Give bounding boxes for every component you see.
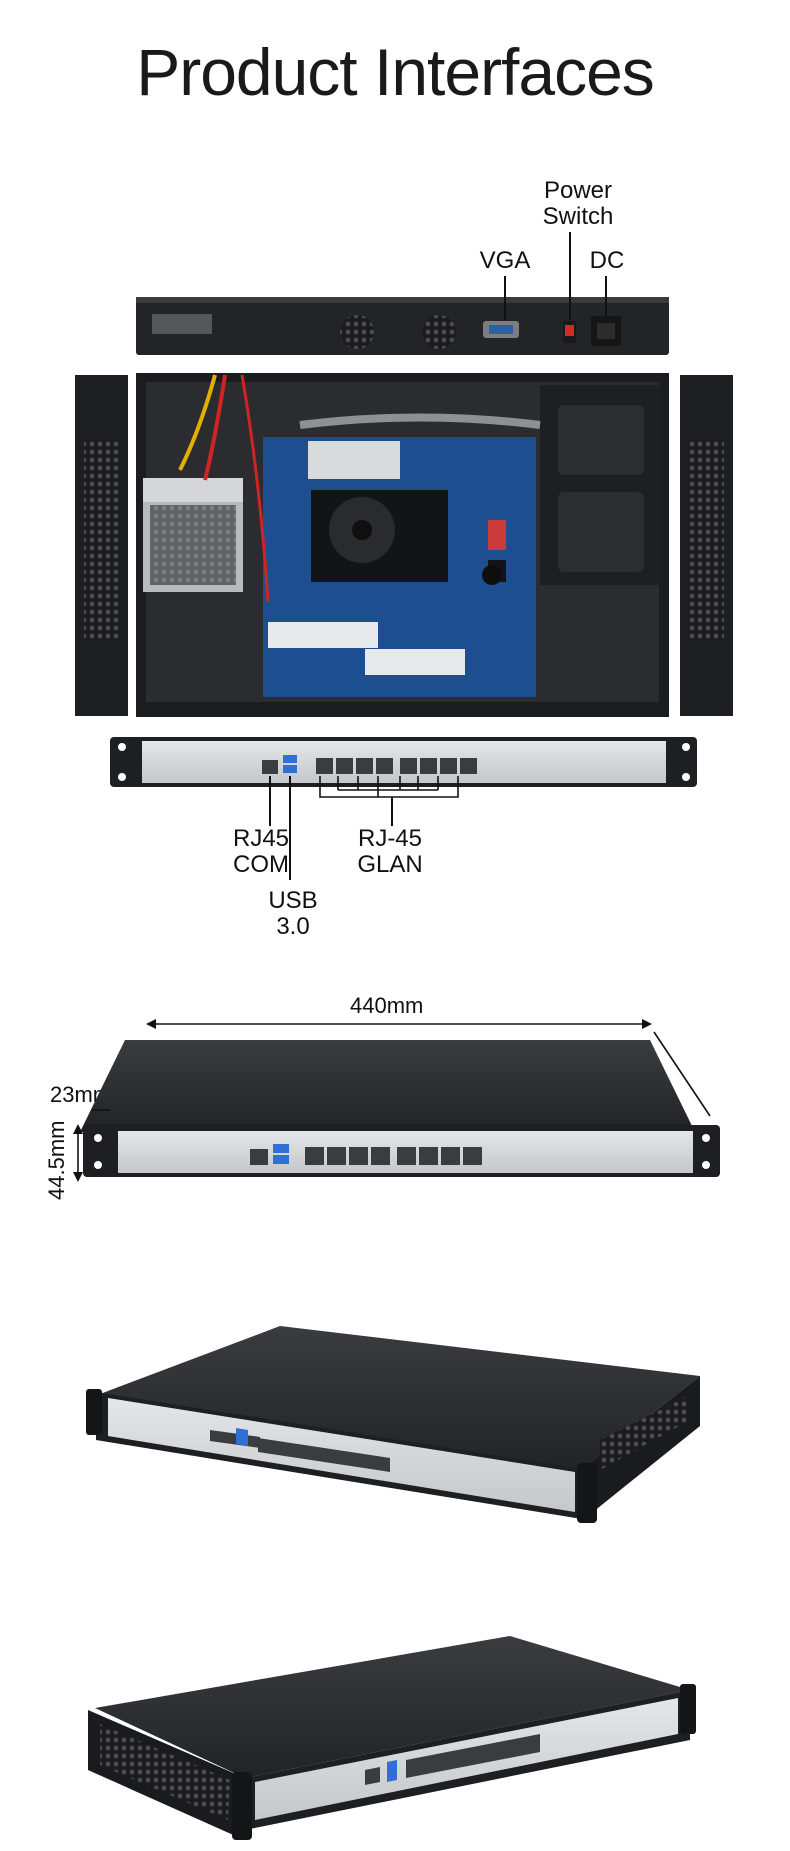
perspective-view-2 xyxy=(88,1636,696,1840)
lan-port xyxy=(400,758,417,774)
rj45-com-port xyxy=(262,760,278,774)
lan-port xyxy=(349,1147,368,1165)
page-title: Product Interfaces xyxy=(136,35,655,109)
ram-slot-2 xyxy=(365,649,465,675)
lan-port xyxy=(420,758,437,774)
lan-port xyxy=(397,1147,416,1165)
dimension-view xyxy=(80,1040,720,1177)
internal-view xyxy=(136,373,669,717)
lan-port xyxy=(336,758,353,774)
lan-port xyxy=(356,758,373,774)
perspective-view-1 xyxy=(86,1326,700,1523)
lan-port xyxy=(419,1147,438,1165)
power-switch-label: Power Switch xyxy=(542,177,614,230)
lan-port xyxy=(463,1147,482,1165)
lan-port xyxy=(460,758,477,774)
dc-label: DC xyxy=(589,247,625,274)
side-panel-left xyxy=(75,375,128,716)
rear-panel xyxy=(136,297,669,355)
rear-fan-right xyxy=(422,315,456,349)
usb-port-2 xyxy=(283,765,297,773)
vga-label: VGA xyxy=(479,247,531,274)
rj45-glan-label: RJ-45 GLAN xyxy=(357,825,423,878)
lan-port xyxy=(371,1147,390,1165)
lan-port xyxy=(376,758,393,774)
side-panel-right xyxy=(680,375,733,716)
usb-port-1 xyxy=(283,755,297,763)
ram-slot-1 xyxy=(268,622,378,648)
lan-port xyxy=(327,1147,346,1165)
lan-port xyxy=(441,1147,460,1165)
lan-port xyxy=(440,758,457,774)
rj45-com-label: RJ45 COM xyxy=(232,825,290,878)
front-panel-flat xyxy=(110,737,697,787)
lan-ports xyxy=(316,758,477,774)
usb-label: USB 3.0 xyxy=(268,887,318,940)
rear-fan-left xyxy=(340,315,374,349)
width-dimension-label: 440mm xyxy=(350,993,424,1018)
lan-port xyxy=(305,1147,324,1165)
lan-port xyxy=(316,758,333,774)
